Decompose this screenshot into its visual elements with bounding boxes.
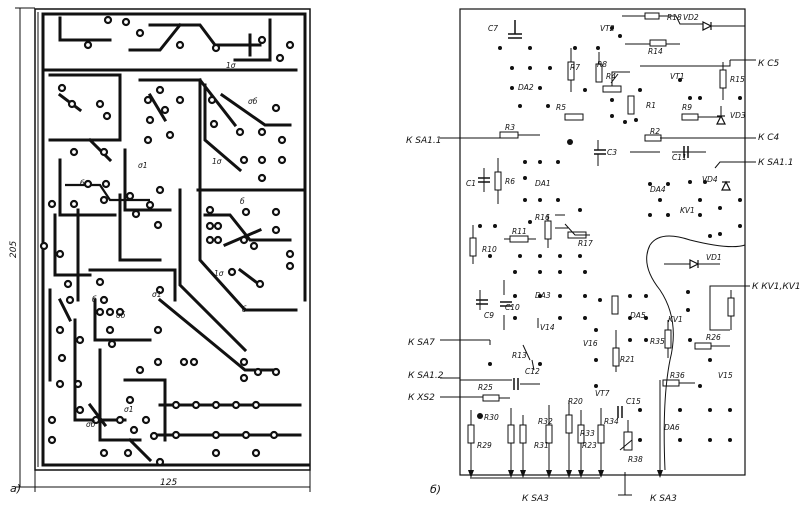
component-label: R6 xyxy=(505,177,515,186)
connector-label: К SA1.1 xyxy=(406,136,441,146)
component-label: R36 xyxy=(670,371,685,380)
component-label: R29 xyxy=(477,441,492,450)
component-label: R34 xyxy=(604,417,619,426)
connector-label: К SA3 xyxy=(650,494,677,504)
component-label: V16 xyxy=(583,339,598,348)
board-a-label: б xyxy=(240,197,245,206)
board-a-label: σ1 xyxy=(152,290,162,299)
connector-label: К SA3 xyxy=(522,494,549,504)
board-a-label: б xyxy=(80,179,85,188)
board-a-label: σб xyxy=(116,311,126,320)
connector-label: К SA7 xyxy=(408,338,435,348)
component-label: R23 xyxy=(582,441,597,450)
component-label: C9 xyxy=(484,311,494,320)
board-b-diodes xyxy=(689,21,731,269)
width-dimension: 125 xyxy=(160,478,177,488)
component-label: VT1 xyxy=(670,72,684,81)
connector-label: К SA1.1 xyxy=(758,158,793,168)
component-label: VD1 xyxy=(706,253,722,262)
component-label: R11 xyxy=(512,227,527,236)
component-label: R5 xyxy=(556,103,566,112)
connector-label: К SA1.2 xyxy=(408,371,444,381)
component-label: R16 xyxy=(535,213,550,222)
component-label: VT2 xyxy=(600,24,615,33)
board-b-resistors xyxy=(467,12,735,451)
component-label: C10 xyxy=(505,303,520,312)
component-label: R13 xyxy=(512,351,527,360)
component-label: R38 xyxy=(628,455,643,464)
component-label: C12 xyxy=(525,367,540,376)
board-b: б) xyxy=(406,8,800,504)
component-label: R21 xyxy=(620,355,635,364)
component-label: R3 xyxy=(505,123,515,132)
height-dimension: 205 xyxy=(9,241,19,258)
component-label: KV1 xyxy=(680,206,695,215)
component-label: C1 xyxy=(466,179,476,188)
component-label: V15 xyxy=(718,371,733,380)
component-label: VT7 xyxy=(595,389,610,398)
component-label: R1 xyxy=(646,101,656,110)
board-b-holes xyxy=(477,26,742,442)
component-label: DA2 xyxy=(518,83,534,92)
component-label: DA1 xyxy=(535,179,551,188)
component-label: DA4 xyxy=(650,185,666,194)
component-label: KV1 xyxy=(668,315,683,324)
panel-a-label: а) xyxy=(10,482,21,495)
component-label: DA6 xyxy=(664,423,680,432)
board-a-label: σб xyxy=(248,97,258,106)
component-label: R33 xyxy=(580,429,595,438)
component-label: R25 xyxy=(478,383,493,392)
component-label: R9 xyxy=(682,103,692,112)
board-b-component-labels: C7 VT2 R18 VD2 R14 R7 R8 R4 VT1 R15 DA2 … xyxy=(466,13,746,464)
connector-label: К КV1,КV1 xyxy=(752,282,800,292)
board-a-label: б xyxy=(92,295,97,304)
board-a-label: 1σ xyxy=(214,269,224,278)
component-label: DA3 xyxy=(535,291,551,300)
component-label: VD4 xyxy=(702,175,718,184)
component-label: R8 xyxy=(597,60,607,69)
component-label: R2 xyxy=(650,127,660,136)
board-a-pads xyxy=(39,15,295,467)
component-label: R31 xyxy=(534,441,549,450)
component-label: R15 xyxy=(730,75,745,84)
board-b-connector-labels: К С5 К С4 К SA1.1 К SA1.1 К КV1,КV1 К SA… xyxy=(406,59,800,504)
component-label: R35 xyxy=(650,337,665,346)
board-b-connector-leads xyxy=(440,59,756,398)
component-label: C11 xyxy=(672,153,687,162)
component-label: C7 xyxy=(488,24,498,33)
component-label: V14 xyxy=(540,323,555,332)
board-a-label: 1σ xyxy=(212,157,222,166)
component-label: C15 xyxy=(626,397,641,406)
board-a-label: σб xyxy=(86,420,96,429)
board-a-label: 1σ xyxy=(226,61,236,70)
component-label: R20 xyxy=(568,397,583,406)
component-label: C3 xyxy=(607,148,617,157)
board-b-capacitors xyxy=(476,20,689,418)
component-label: R32 xyxy=(538,417,553,426)
component-label: R10 xyxy=(482,245,497,254)
component-label: R26 xyxy=(706,333,721,342)
component-label: R4 xyxy=(606,72,616,81)
component-label: R7 xyxy=(570,63,580,72)
component-label: R17 xyxy=(578,239,593,248)
component-label: DA5 xyxy=(630,311,646,320)
component-label: R30 xyxy=(484,413,499,422)
connector-label: К С4 xyxy=(758,133,780,143)
board-b-arrows xyxy=(468,470,663,478)
board-a-labels: 1σ σб σ1 б 1σ б 1σ б σ1 σб б σ1 σб xyxy=(80,61,258,429)
connector-label: К С5 xyxy=(758,59,780,69)
connector-label: К XS2 xyxy=(408,393,435,403)
component-label: VD3 xyxy=(730,111,746,120)
component-label: R14 xyxy=(648,47,663,56)
board-b-wires xyxy=(460,15,746,496)
board-a: 205 125 а) xyxy=(9,7,311,495)
board-a-label: σ1 xyxy=(124,405,134,414)
board-a-label: б xyxy=(242,305,247,314)
panel-b-label: б) xyxy=(430,483,441,496)
component-label: VD2 xyxy=(683,13,699,22)
board-a-label: σ1 xyxy=(138,161,148,170)
component-label: R18 xyxy=(667,13,682,22)
